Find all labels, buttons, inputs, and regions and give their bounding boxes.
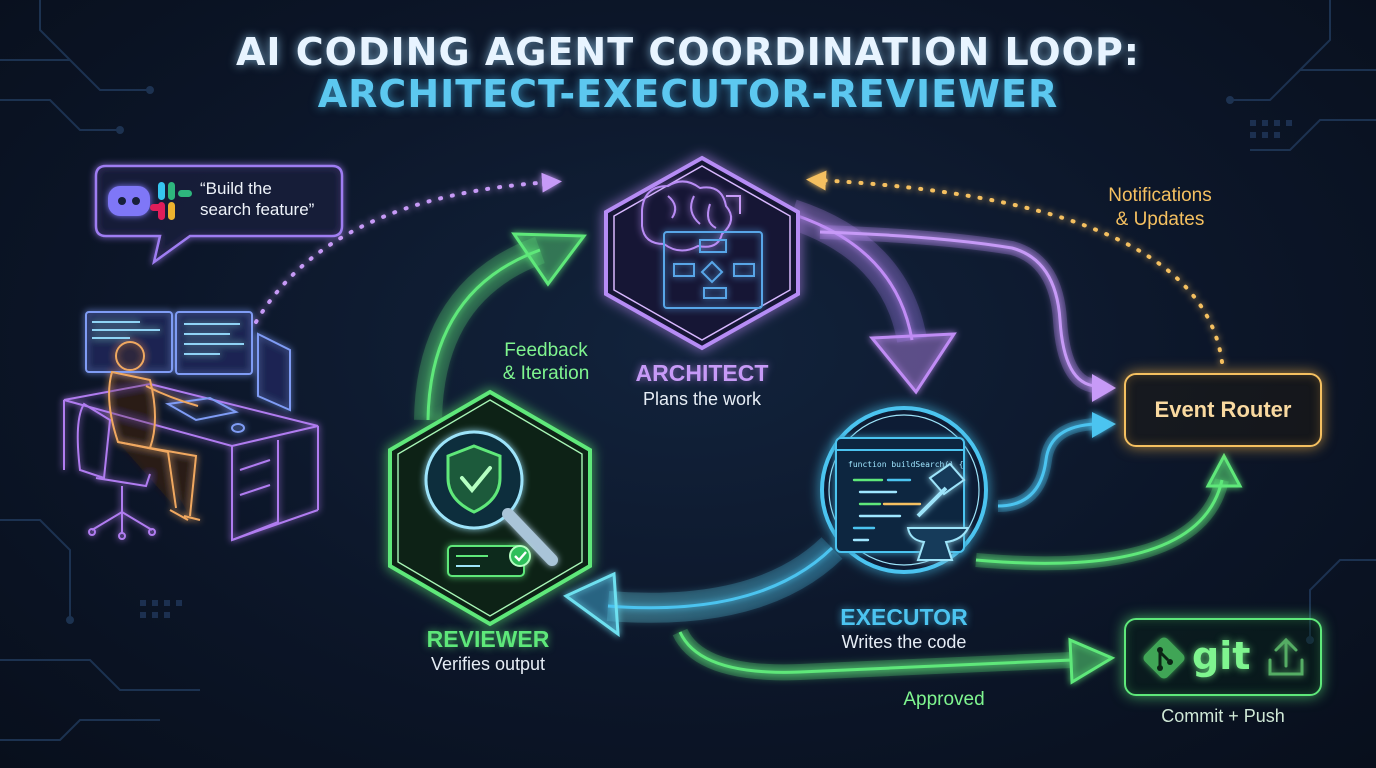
architect-description: Plans the work xyxy=(642,389,762,409)
brain-blueprint-icon xyxy=(641,180,763,309)
approved-check-card-icon xyxy=(447,545,531,577)
feedback-arrow xyxy=(414,232,587,421)
architect-to-executor-arrow xyxy=(787,199,957,395)
executor-to-reviewer-arrow xyxy=(563,537,843,638)
reviewer-description: Verifies output xyxy=(430,654,546,674)
architect-node xyxy=(604,155,800,351)
executor-commit-to-router-arrow xyxy=(975,452,1243,571)
dot-grid-decoration xyxy=(140,120,1292,618)
git-branch-icon xyxy=(1143,637,1185,679)
developer-at-desk-illustration xyxy=(63,311,319,542)
executor-description: Writes the code xyxy=(841,632,967,652)
discord-icon xyxy=(108,186,150,216)
slack-icon xyxy=(150,182,192,220)
notifications-label-line-2: & Updates xyxy=(1115,209,1205,230)
feedback-label: Feedback & Iteration xyxy=(486,339,606,385)
git-node: git xyxy=(1124,618,1322,696)
reviewer-label: REVIEWER xyxy=(426,626,550,652)
git-label: git xyxy=(1192,634,1251,678)
code-window-icon: function buildSearch() { xyxy=(835,437,965,553)
executor-code-line: function buildSearch() { xyxy=(848,460,964,469)
circuit-traces-decoration xyxy=(0,0,1376,741)
request-flow-arrow xyxy=(254,172,562,324)
upload-icon xyxy=(1268,637,1304,676)
notifications-label: Notifications & Updates xyxy=(1080,184,1240,232)
feedback-label-line-2: & Iteration xyxy=(502,363,590,384)
chat-bubble xyxy=(94,164,344,265)
executor-label: EXECUTOR xyxy=(840,604,968,630)
reviewer-node xyxy=(388,389,592,627)
approved-arrow xyxy=(672,628,1116,685)
feedback-label-line-1: Feedback xyxy=(504,340,588,361)
git-caption: Commit + Push xyxy=(1161,706,1285,726)
event-router-node: Event Router xyxy=(1124,373,1322,447)
executor-to-router-arrow xyxy=(997,412,1116,512)
executor-node: function buildSearch() { xyxy=(820,406,988,574)
architect-to-router-arrow xyxy=(819,225,1116,402)
diagram-title-line-1: AI CODING AGENT COORDINATION LOOP: xyxy=(236,30,1140,74)
notifications-label-line-1: Notifications xyxy=(1108,185,1212,206)
chat-request-line-1: “Build the xyxy=(200,179,272,198)
diagram-title-line-2: ARCHITECT-EXECUTOR-REVIEWER xyxy=(317,72,1059,116)
magnifier-shield-icon xyxy=(424,430,558,566)
event-router-label: Event Router xyxy=(1154,397,1292,422)
hammer-anvil-icon xyxy=(906,462,970,561)
chat-request-line-2: search feature” xyxy=(200,200,315,219)
chat-request-text: “Build the search feature” xyxy=(200,178,340,220)
approved-label: Approved xyxy=(903,689,985,710)
architect-label: ARCHITECT xyxy=(635,360,769,386)
